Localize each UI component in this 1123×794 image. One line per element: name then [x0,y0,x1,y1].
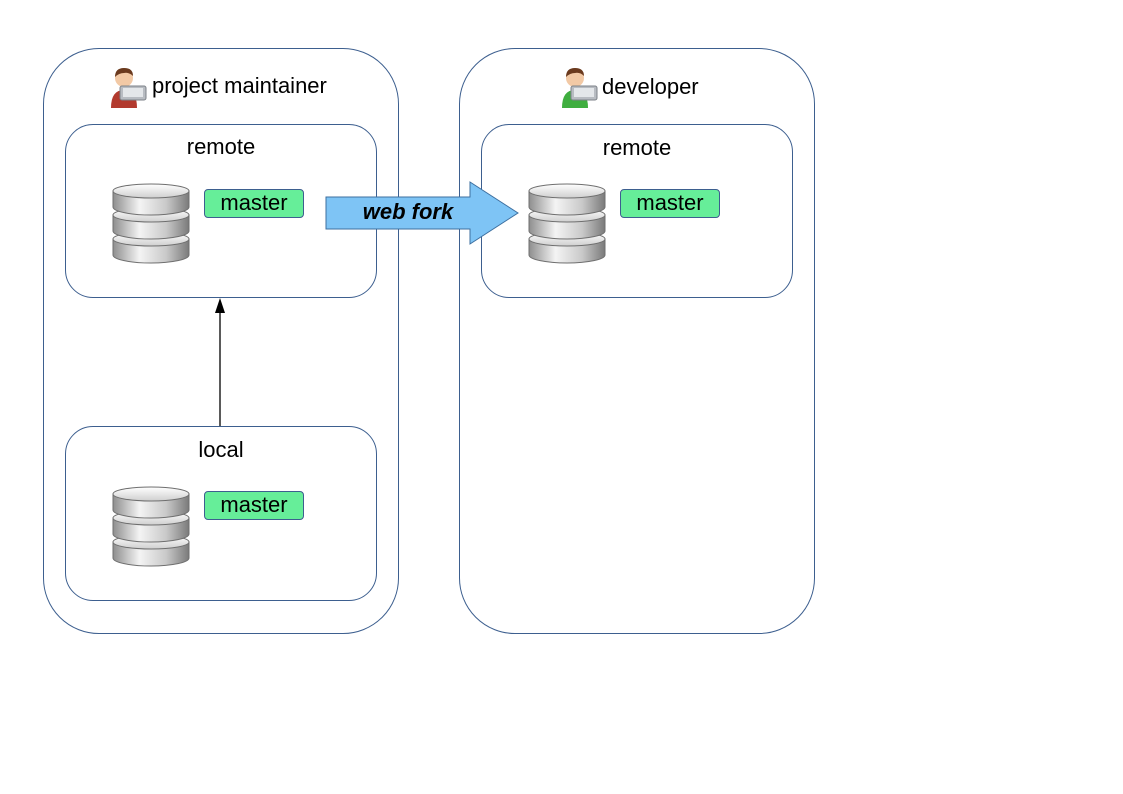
branch-label: master [620,189,720,218]
database-icon [528,183,606,264]
person-laptop-icon [111,68,147,108]
developer-title: developer [602,74,699,99]
maintainer-remote-label: remote [186,134,256,159]
maintainer-title: project maintainer [152,73,327,98]
web-fork-label: web fork [362,199,454,224]
database-icon [112,183,190,264]
branch-label: master [204,491,304,520]
developer-remote-label: remote [602,135,672,160]
database-icon [112,486,190,567]
branch-label: master [204,189,304,218]
push-arrowhead [215,298,225,313]
web-fork-arrow [325,181,519,245]
person-laptop-icon [562,68,598,108]
maintainer-local-label: local [198,437,244,462]
